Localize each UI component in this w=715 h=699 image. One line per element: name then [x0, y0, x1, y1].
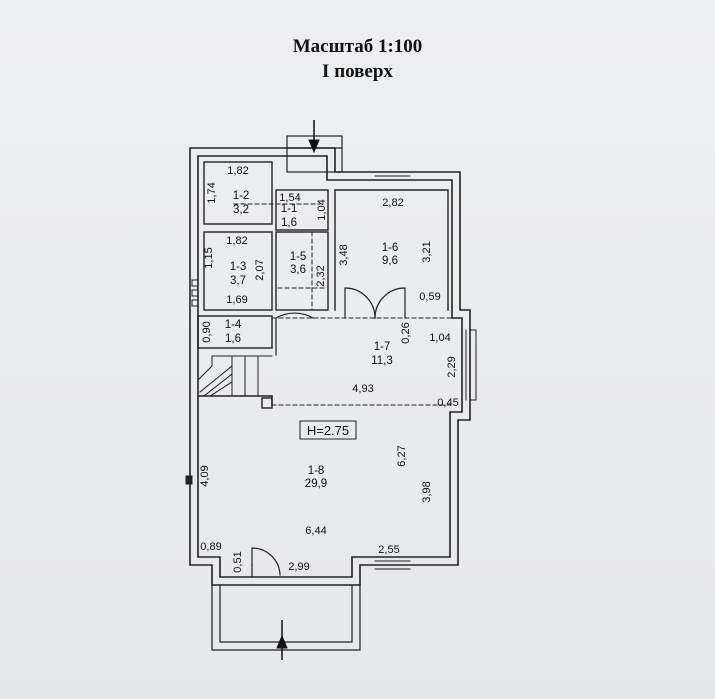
room-1-6-depth-left: 3,48 — [338, 244, 350, 265]
entry-arrow — [276, 120, 320, 660]
room-1-3-area: 3,7 — [230, 275, 246, 287]
room-1-5: 1-5 3,6 2,32 — [290, 251, 327, 287]
room-1-7: 0,59 0,26 1,04 1-7 11,3 4,93 2,29 0,45 — [352, 291, 458, 409]
room-1-8-seg-d: 2,55 — [378, 544, 399, 556]
room-1-3-depth-right: 2,07 — [254, 259, 266, 280]
room-1-7-depth: 2,29 — [446, 356, 458, 377]
entry-porch-bottom — [211, 584, 361, 651]
ceiling-height-box — [299, 420, 357, 440]
room-1-3-id: 1-3 — [230, 261, 247, 273]
room-1-8-seg-b: 0,51 — [232, 551, 244, 572]
room-1-7-extra-a: 0,26 — [400, 322, 412, 343]
room-1-7-area: 11,3 — [371, 355, 393, 367]
room-1-6-area: 9,6 — [382, 255, 398, 267]
room-1-2-id: 1-2 — [233, 190, 250, 202]
room-1-8-width: 6,44 — [305, 525, 326, 537]
room-1-7-width: 4,93 — [352, 383, 373, 395]
room-1-7-extra-d: 0,45 — [437, 397, 458, 409]
room-1-6-id: 1-6 — [382, 242, 399, 254]
room-1-8-depth-right: 3,98 — [421, 481, 433, 502]
window — [374, 175, 477, 570]
room-1-7-id: 1-7 — [374, 341, 391, 353]
utility-box — [185, 279, 199, 485]
room-1-2-depth: 1,74 — [206, 182, 218, 203]
outer-wall — [189, 147, 471, 586]
room-1-1-depth: 1,04 — [316, 199, 328, 220]
room-1-2: 1,82 1,74 1-2 3,2 — [206, 165, 249, 216]
room-1-4-depth: 0,90 — [201, 321, 213, 342]
room-1-1-id: 1-1 — [281, 203, 298, 215]
room-1-3-width-top: 1,82 — [226, 235, 247, 247]
zone-boundary — [233, 203, 453, 406]
room-1-5-id: 1-5 — [290, 251, 307, 263]
room-1-6-depth-right: 3,21 — [421, 241, 433, 262]
room-1-8: 1-8 29,9 4,09 6,27 3,98 6,44 0,89 0,51 2… — [199, 445, 433, 573]
room-1-8-seg-a: 0,89 — [200, 541, 221, 553]
room-1-2-area: 3,2 — [233, 204, 249, 216]
room-1-8-depth-left: 4,09 — [199, 465, 211, 486]
door-swing — [251, 287, 406, 578]
room-1-4: 0,90 1-4 1,6 — [201, 319, 242, 345]
scale-title: Масштаб 1:100 — [292, 36, 423, 57]
room-1-7-extra-b: 1,04 — [429, 332, 450, 344]
room-1-1: 1,54 1,04 1-1 1,6 — [279, 192, 328, 229]
room-1-1-area: 1,6 — [281, 217, 297, 229]
room-1-3-depth-left: 1,15 — [203, 247, 215, 268]
room-1-6-width: 2,82 — [382, 197, 403, 209]
room-1-6: 2,82 3,48 3,21 1-6 9,6 — [338, 197, 433, 267]
room-1-4-id: 1-4 — [225, 319, 242, 331]
room-1-8-seg-c: 2,99 — [288, 561, 309, 573]
room-1-5-depth: 2,32 — [315, 265, 327, 286]
room-1-7-extra-c: 0,59 — [419, 291, 440, 303]
room-1-8-id: 1-8 — [308, 465, 325, 477]
room-1-1-width: 1,54 — [279, 192, 300, 204]
floor-title: І поверх — [322, 61, 393, 82]
inner-walls — [197, 161, 449, 409]
room-1-3-width-bottom: 1,69 — [226, 294, 247, 306]
room-1-3: 1,82 1,69 1,15 2,07 1-3 3,7 — [203, 235, 266, 306]
room-1-8-depth-mid: 6,27 — [396, 445, 408, 466]
staircase — [197, 355, 273, 397]
room-1-2-width: 1,82 — [227, 165, 248, 177]
ceiling-height-label: H=2.75 — [307, 423, 349, 438]
room-1-8-area: 29,9 — [305, 478, 327, 490]
room-1-4-area: 1,6 — [225, 333, 241, 345]
room-1-5-area: 3,6 — [290, 264, 306, 276]
